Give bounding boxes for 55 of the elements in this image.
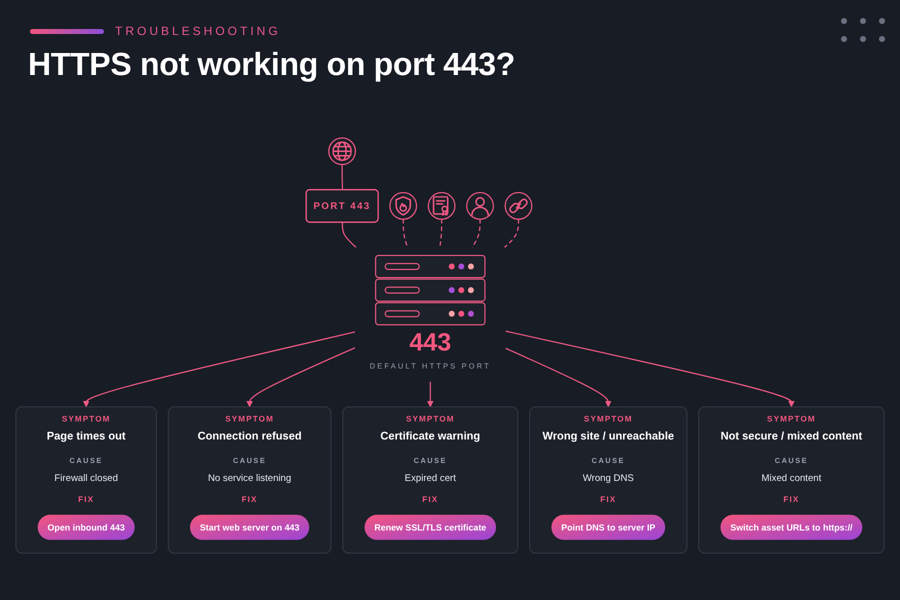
arrow [506, 331, 795, 408]
section-label: SYMPTOM [225, 414, 274, 426]
icon-circle [466, 192, 494, 220]
section-label: SYMPTOM [584, 414, 633, 426]
fix-text: Point DNS to server IP [560, 522, 656, 535]
icon-circle [389, 192, 418, 220]
arrow [427, 382, 434, 408]
body-text: Wrong DNS [582, 472, 634, 485]
icon-circle [428, 192, 456, 220]
port-tag [306, 190, 379, 224]
symptom-card [16, 406, 157, 554]
connector-line [342, 222, 356, 248]
arrow [505, 348, 612, 408]
heading-text: Wrong site / unreachable [542, 429, 674, 444]
dashed-connector [402, 220, 408, 248]
body-text: Firewall closed [54, 472, 118, 485]
fix-pill [720, 515, 862, 540]
section-label: FIX [242, 494, 258, 506]
arrow [246, 348, 356, 408]
dashed-connector [504, 220, 520, 248]
section-label: FIX [422, 494, 438, 506]
icon-circle [504, 192, 532, 220]
section-label: FIX [78, 494, 94, 506]
section-label: FIX [600, 494, 616, 506]
dashed-connector [439, 220, 442, 248]
fix-pill [551, 515, 666, 540]
fix-text: Open inbound 443 [46, 522, 126, 535]
heading-text: Page times out [46, 429, 126, 444]
eyebrow-label: TROUBLESHOOTING [115, 24, 281, 38]
section-label: SYMPTOM [406, 414, 455, 426]
port-number: 443 [409, 329, 452, 358]
heading-text: Certificate warning [380, 429, 480, 444]
body-text: Mixed content [762, 472, 822, 485]
fix-text: Start web server on 443 [198, 522, 300, 535]
icon-circle [328, 138, 356, 166]
body-text: Expired cert [404, 472, 456, 485]
symptom-card [168, 406, 332, 554]
fix-text: Renew SSL/TLS certificate [373, 522, 488, 535]
arrow [82, 332, 356, 408]
title: HTTPS not working on port 443? [28, 45, 516, 84]
heading-text: Connection refused [198, 429, 302, 444]
section-label: SYMPTOM [62, 414, 111, 426]
section-label: FIX [783, 494, 800, 506]
symptom-card [529, 406, 688, 554]
dashed-connector [472, 220, 481, 248]
body-text: No service listening [208, 472, 292, 485]
fix-pill [364, 515, 496, 540]
tag-text: PORT 443 [314, 200, 371, 212]
section-label: SYMPTOM [767, 414, 816, 426]
connector-line [342, 164, 344, 190]
server-node [370, 255, 491, 372]
fix-text: Switch asset URLs to https:// [729, 522, 854, 535]
heading-text: Not secure / mixed content [720, 429, 862, 444]
fix-pill [190, 515, 310, 540]
fix-pill [38, 515, 135, 540]
